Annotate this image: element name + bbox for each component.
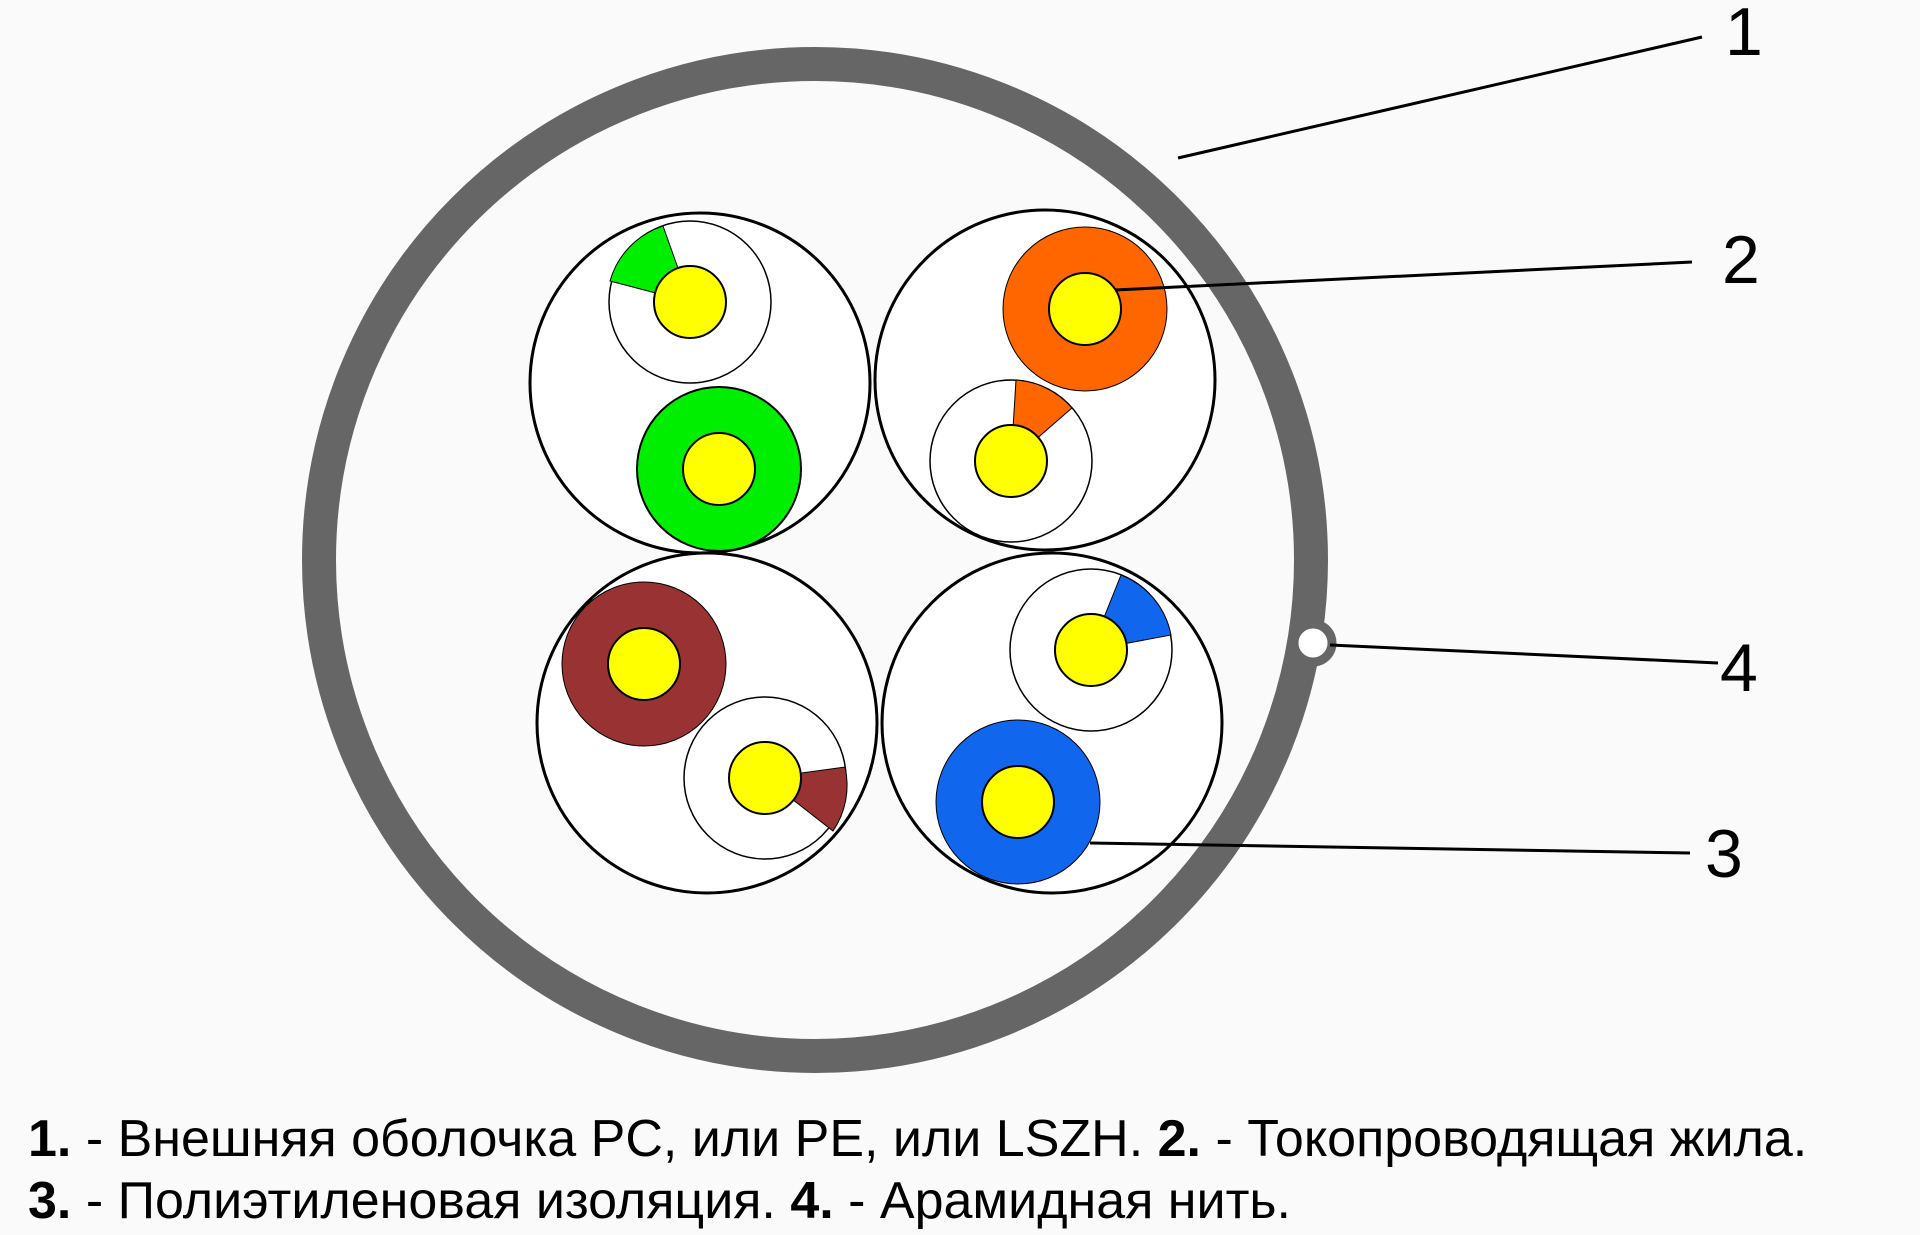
conductor	[728, 741, 802, 815]
legend-number-3: 3.	[28, 1172, 72, 1230]
wire-brown-white	[683, 696, 848, 860]
legend-text-4: - Арамидная нить.	[833, 1172, 1291, 1230]
twisted-pair-green	[528, 211, 872, 555]
leader-line-2	[1114, 260, 1693, 292]
twisted-pair-blue	[880, 551, 1224, 895]
wire-orange	[1002, 226, 1168, 392]
wire-blue-white	[1009, 568, 1173, 732]
leader-line-3	[1089, 841, 1691, 855]
callout-2: 2	[1722, 222, 1760, 298]
conductor	[682, 432, 756, 506]
conductor	[974, 424, 1048, 498]
legend-line-1: 1. - Внешняя оболочка PC, или PE, или LS…	[28, 1108, 1920, 1170]
callout-1: 1	[1725, 0, 1763, 70]
legend: 1. - Внешняя оболочка PC, или PE, или LS…	[28, 1108, 1920, 1232]
legend-number-2: 2.	[1157, 1110, 1201, 1168]
wire-green-white	[608, 220, 772, 384]
conductor	[981, 765, 1055, 839]
wire-green	[636, 386, 802, 552]
wire-brown	[561, 581, 727, 747]
conductor	[607, 627, 681, 701]
legend-text-3: - Полиэтиленовая изоляция.	[71, 1172, 791, 1230]
legend-line-2: 3. - Полиэтиленовая изоляция. 4. - Арами…	[28, 1170, 1920, 1232]
wire-blue	[935, 719, 1101, 885]
leader-line-4	[1329, 643, 1719, 665]
legend-text-2: - Токопроводящая жила.	[1201, 1110, 1808, 1168]
twisted-pair-brown	[535, 551, 879, 895]
conductor	[1048, 272, 1122, 346]
twisted-pair-orange	[873, 208, 1217, 552]
legend-text-1: - Внешняя оболочка PC, или PE, или LSZH.	[71, 1110, 1158, 1168]
conductor	[653, 265, 727, 339]
wire-orange-white	[929, 379, 1093, 543]
callout-3: 3	[1705, 816, 1743, 892]
aramid-thread	[1289, 619, 1337, 667]
leader-line-1	[1177, 35, 1703, 160]
outer-jacket	[302, 47, 1328, 1073]
legend-number-1: 1.	[28, 1110, 72, 1168]
callout-4: 4	[1720, 630, 1758, 706]
conductor	[1054, 613, 1128, 687]
legend-number-4: 4.	[790, 1172, 834, 1230]
